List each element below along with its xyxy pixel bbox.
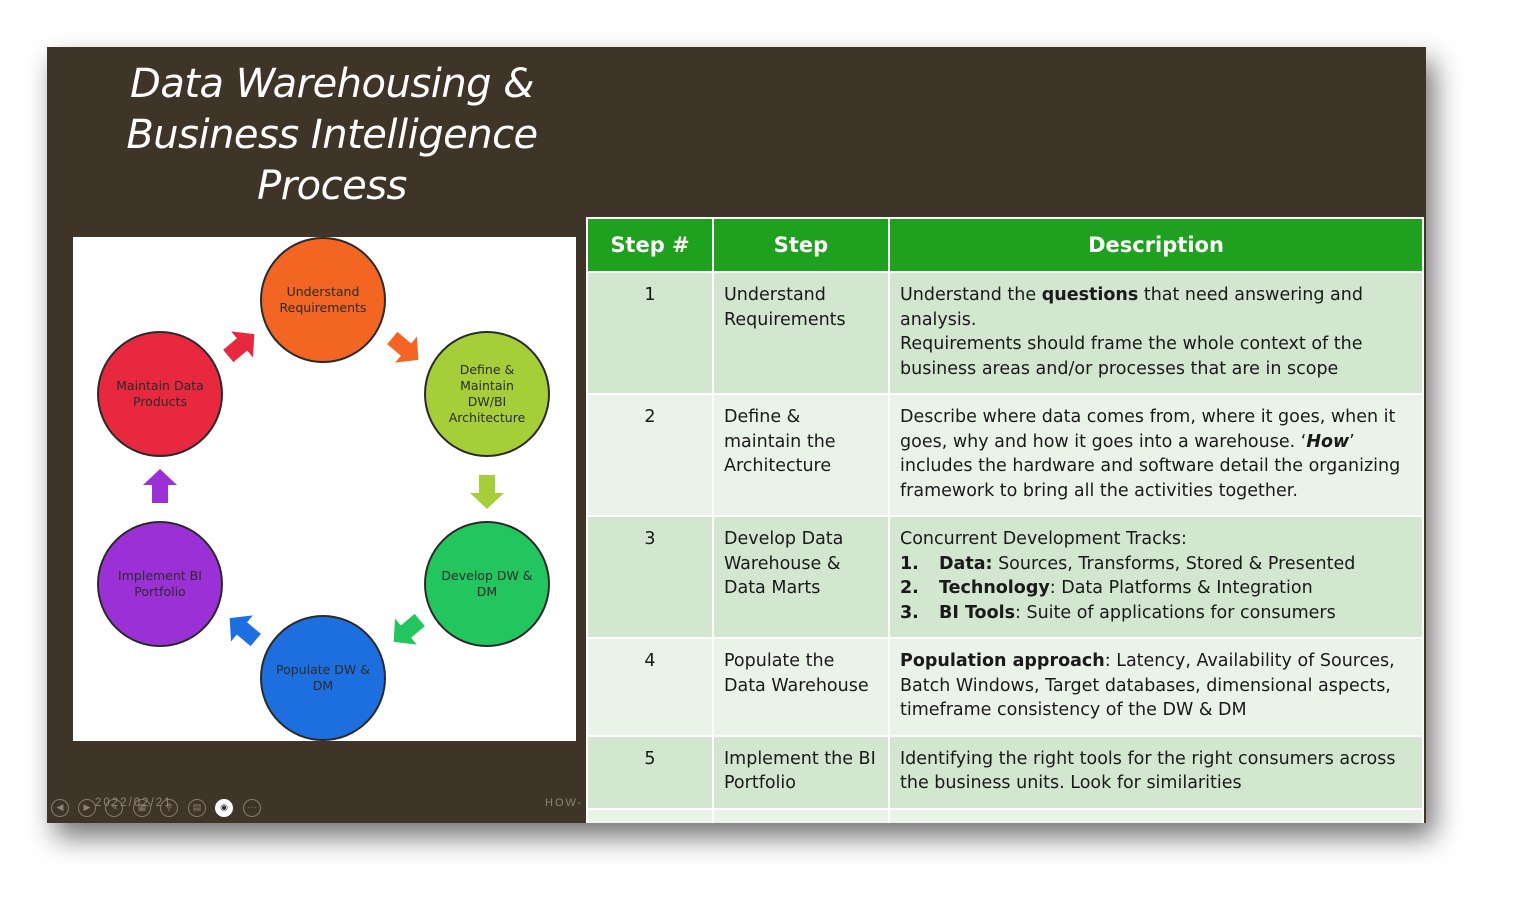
table-header-row: Step # Step Description — [586, 217, 1424, 273]
step-name: Populate the Data Warehouse — [712, 637, 890, 737]
node-populate-dw-dm: Populate DW & DM — [260, 615, 386, 741]
cycle-arrows — [143, 331, 504, 647]
track-item: 2.Technology: Data Platforms & Integrati… — [900, 578, 1313, 598]
title-line-2: Business Intelligence — [126, 112, 538, 158]
step-number: 2 — [586, 393, 714, 517]
node-define-architecture: Define & Maintain DW/BI Architecture — [424, 331, 550, 457]
step-number: 3 — [586, 515, 714, 639]
camera-icon[interactable]: ◉ — [215, 799, 233, 817]
step-description: Population approach: Latency, Availabili… — [888, 637, 1424, 737]
step-name: Implement the BI Portfolio — [712, 734, 890, 810]
node-develop-dw-dm: Develop DW & DM — [424, 521, 550, 647]
pen-icon[interactable]: ✎ — [105, 799, 123, 817]
process-steps-table: Step # Step Description 1 Understand Req… — [586, 217, 1424, 823]
presentation-slide: Data Warehousing & Business Intelligence… — [47, 47, 1426, 823]
slideshow-controls: ◀ ▶ ✎ ▦ ⚲ ▤ ◉ ⋯ — [47, 799, 277, 823]
step-name: Understand Requirements — [712, 271, 890, 395]
header-step: Step — [712, 217, 890, 273]
step-number: 6 — [586, 807, 714, 823]
step-description: DW, DM & Customer-facing BI tools is a d… — [888, 807, 1424, 823]
zoom-icon[interactable]: ⚲ — [160, 799, 178, 817]
arrow-define-to-develop — [470, 475, 504, 509]
step-number: 4 — [586, 637, 714, 737]
node-implement-bi-portfolio: Implement BI Portfolio — [97, 521, 223, 647]
title-line-1: Data Warehousing & — [130, 61, 534, 107]
process-cycle-diagram: Understand Requirements Define & Maintai… — [73, 237, 576, 741]
step-description: Concurrent Development Tracks: 1.Data: S… — [888, 515, 1424, 639]
node-maintain-data-products: Maintain Data Products — [97, 331, 223, 457]
table-row: 3 Develop Data Warehouse & Data Marts Co… — [586, 515, 1424, 639]
arrow-develop-to-populate — [393, 613, 425, 645]
more-icon[interactable]: ⋯ — [243, 799, 261, 817]
slide-title: Data Warehousing & Business Intelligence… — [117, 59, 547, 212]
subtitle-icon[interactable]: ▤ — [188, 799, 206, 817]
table-row: 5 Implement the BI Portfolio Identifying… — [586, 734, 1424, 810]
arrow-understand-to-define — [387, 331, 419, 363]
step-description: Identifying the right tools for the righ… — [888, 734, 1424, 810]
step-name: Maintain Data Products — [712, 807, 890, 823]
header-step-number: Step # — [586, 217, 714, 273]
table-row: 2 Define & maintain the Architecture Des… — [586, 393, 1424, 517]
track-item: 1.Data: Sources, Transforms, Stored & Pr… — [900, 553, 1356, 574]
grid-icon[interactable]: ▦ — [133, 799, 151, 817]
prev-icon[interactable]: ◀ — [51, 799, 69, 817]
title-line-3: Process — [257, 163, 407, 209]
slide-date: 2022/02/21 — [95, 797, 173, 809]
table-row: 4 Populate the Data Warehouse Population… — [586, 637, 1424, 737]
next-icon[interactable]: ▶ — [78, 799, 96, 817]
arrow-maintain-to-understand — [223, 331, 255, 363]
table-row: 1 Understand Requirements Understand the… — [586, 271, 1424, 395]
step-name: Define & maintain the Architecture — [712, 393, 890, 517]
step-description: Understand the questions that need answe… — [888, 271, 1424, 395]
step-name: Develop Data Warehouse & Data Marts — [712, 515, 890, 639]
table-row: 6 Maintain Data Products DW, DM & Custom… — [586, 807, 1424, 823]
node-understand-requirements: Understand Requirements — [260, 237, 386, 363]
track-item: 3.BI Tools: Suite of applications for co… — [900, 602, 1336, 623]
step-number: 5 — [586, 734, 714, 810]
slide-footer: HOW- — [545, 797, 584, 809]
arrow-populate-to-implement — [229, 615, 261, 647]
arrow-implement-to-maintain — [143, 469, 177, 503]
step-number: 1 — [586, 271, 714, 395]
step-description: Describe where data comes from, where it… — [888, 393, 1424, 517]
header-description: Description — [888, 217, 1424, 273]
